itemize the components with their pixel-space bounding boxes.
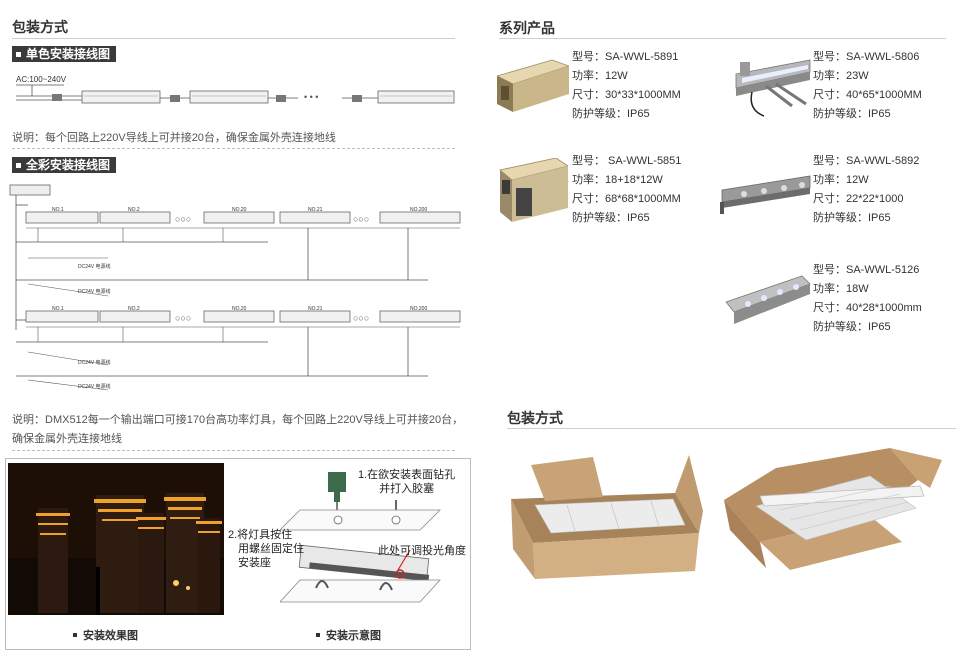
svg-text:NO.2: NO.2 — [128, 207, 140, 213]
packaging-photo-open — [724, 448, 942, 570]
product-power: 功率：12W — [572, 70, 628, 82]
light-bar-1 — [81, 90, 161, 104]
svg-text:NO.2: NO.2 — [128, 306, 140, 312]
light-bar-last — [377, 90, 455, 104]
product-image-5806 — [735, 59, 811, 117]
ac-voltage-label: AC:100~240V — [16, 75, 67, 84]
product-model: 型号：SA-WWL-5892 — [813, 155, 920, 167]
install-step-1: 1.在欲安装表面钻孔 并打入胶塞 — [358, 469, 456, 495]
svg-text:NO.200: NO.200 — [410, 306, 427, 312]
dashed-divider — [12, 450, 455, 451]
installation-schematic — [280, 472, 441, 603]
product-size: 尺寸：30*33*1000MM — [572, 89, 681, 101]
packaging-section-title: 包装方式 — [12, 19, 68, 35]
packaging-photo-box — [511, 455, 703, 579]
product-image-5892 — [720, 175, 811, 214]
product-power: 功率：18+18*12W — [572, 174, 663, 186]
product-spec-5126: 型号：SA-WWL-5126 功率：18W 尺寸：40*28*1000mm 防护… — [813, 261, 922, 337]
title-divider — [499, 38, 946, 39]
full-color-note-line-1: 说明：DMX512每一个输出端口可接170台高功率灯具，每个回路上220V导线上… — [12, 414, 464, 426]
product-model: 型号：SA-WWL-5806 — [813, 51, 920, 63]
title-divider — [12, 38, 455, 39]
product-power: 功率：12W — [813, 174, 869, 186]
product-ip: 防护等级：IP65 — [572, 108, 650, 120]
product-size: 尺寸：22*22*1000 — [813, 193, 904, 205]
product-power: 功率：18W — [813, 283, 869, 295]
square-bullet-icon — [16, 162, 21, 168]
svg-text:DC24V 电源线: DC24V 电源线 — [78, 288, 111, 295]
full-color-wiring-tag: 全彩安装接线图 — [12, 157, 117, 173]
product-spec-5892: 型号：SA-WWL-5892 功率：12W 尺寸：22*22*1000 防护等级… — [813, 152, 919, 228]
product-image-5851 — [499, 158, 568, 222]
diagram-caption: 安装示意图 — [316, 627, 381, 643]
full-color-wiring-diagram: NO.1 NO.2 ○○○ NO.20 NO.21 ○○○ NO.200 DC2… — [9, 184, 461, 391]
wiring-row-2: NO.1 NO.2 ○○○ NO.20 NO.21 ○○○ NO.200 DC2… — [16, 306, 461, 391]
install-step-2: 2.将灯具按住 用螺丝固定住 安装座 — [228, 529, 304, 569]
svg-text:NO.200: NO.200 — [410, 207, 427, 213]
svg-text:NO.21: NO.21 — [308, 306, 323, 312]
series-products-title: 系列产品 — [499, 20, 555, 36]
continuation-dots: • • • — [304, 92, 318, 102]
svg-text:○○○: ○○○ — [353, 313, 369, 323]
light-bar-2 — [189, 90, 269, 104]
svg-text:DC24V 电源线: DC24V 电源线 — [78, 383, 111, 390]
svg-text:NO.1: NO.1 — [52, 207, 64, 213]
controller-box — [9, 184, 51, 196]
product-ip: 防护等级：IP65 — [813, 108, 891, 120]
effect-caption: 安装效果图 — [73, 627, 138, 643]
svg-text:○○○: ○○○ — [353, 214, 369, 224]
product-size: 尺寸：40*28*1000mm — [813, 302, 922, 314]
svg-text:○○○: ○○○ — [175, 214, 191, 224]
dashed-divider — [12, 148, 455, 149]
product-spec-5851: 型号： SA-WWL-5851 功率：18+18*12W 尺寸：68*68*10… — [572, 152, 681, 228]
single-color-wiring-tag: 单色安装接线图 — [12, 46, 117, 62]
installation-effect-photo — [8, 463, 224, 615]
svg-text:NO.1: NO.1 — [52, 306, 64, 312]
drill-icon — [328, 472, 346, 492]
product-size: 尺寸：40*65*1000MM — [813, 89, 922, 101]
product-model: 型号：SA-WWL-5126 — [813, 264, 920, 276]
wiring-row-1: NO.1 NO.2 ○○○ NO.20 NO.21 ○○○ NO.200 DC2… — [16, 207, 461, 297]
product-ip: 防护等级：IP65 — [813, 321, 891, 333]
svg-text:NO.20: NO.20 — [232, 207, 247, 213]
light-fixture-diagram — [298, 544, 430, 582]
angle-adjust-note: 此处可调投光角度 — [378, 545, 466, 557]
title-divider — [507, 428, 956, 429]
single-color-wiring-diagram: AC:100~240V • • • — [16, 75, 455, 104]
square-bullet-icon — [16, 51, 21, 57]
svg-text:○○○: ○○○ — [175, 313, 191, 323]
product-spec-5891: 型号：SA-WWL-5891 功率：12W 尺寸：30*33*1000MM 防护… — [572, 48, 681, 124]
product-size: 尺寸：68*68*1000MM — [572, 193, 681, 205]
packaging-title-right: 包装方式 — [507, 410, 563, 426]
product-model: 型号： SA-WWL-5851 — [572, 155, 682, 167]
single-color-note: 说明：每个回路上220V导线上可并接20台，确保金属外壳连接地线 — [12, 132, 336, 144]
product-ip: 防护等级：IP65 — [572, 212, 650, 224]
product-model: 型号：SA-WWL-5891 — [572, 51, 679, 63]
svg-text:DC24V 电源线: DC24V 电源线 — [78, 359, 111, 366]
svg-text:DC24V 电源线: DC24V 电源线 — [78, 263, 111, 270]
product-spec-5806: 型号：SA-WWL-5806 功率：23W 尺寸：40*65*1000MM 防护… — [813, 48, 922, 124]
installation-panel — [5, 458, 471, 650]
product-power: 功率：23W — [813, 70, 869, 82]
svg-text:NO.20: NO.20 — [232, 306, 247, 312]
svg-text:NO.21: NO.21 — [308, 207, 323, 213]
product-image-5891 — [497, 59, 569, 112]
product-ip: 防护等级：IP65 — [813, 212, 891, 224]
product-image-5126 — [725, 275, 811, 324]
full-color-note-line-2: 确保金属外壳连接地线 — [12, 433, 122, 445]
